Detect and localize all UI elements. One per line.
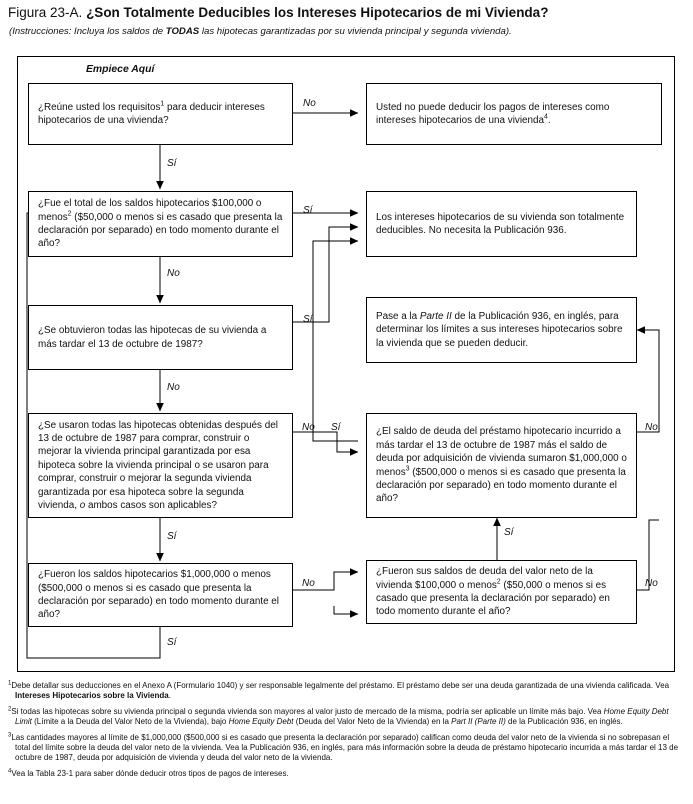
- node-q6-text: ¿Fueron los saldos hipotecarios $1,000,0…: [38, 569, 279, 621]
- figure-title-text: ¿Son Totalmente Deducibles los Intereses…: [86, 5, 549, 20]
- start-here-label: Empiece Aquí: [86, 64, 155, 75]
- instructions-emphasis: TODAS: [165, 26, 200, 37]
- node-q7-text: ¿Fueron sus saldos de deuda del valor ne…: [376, 566, 610, 618]
- footnotes: 1Debe detallar sus deducciones en el Ane…: [8, 680, 686, 784]
- footnote-2-italic-1: Home Equity Debt Limit: [15, 706, 669, 727]
- node-q3-antes-1987[interactable]: ¿Se obtuvieron todas las hipotecas de su…: [28, 305, 293, 370]
- instructions-prefix: (Instrucciones: Incluya los saldos de: [9, 26, 166, 37]
- node-r3-parte-ii[interactable]: Pase a la Parte II de la Publicación 936…: [366, 297, 637, 363]
- node-q6-saldos-1000000[interactable]: ¿Fueron los saldos hipotecarios $1,000,0…: [28, 563, 293, 627]
- edge-label-q6-no: No: [302, 578, 315, 589]
- node-q1-text: ¿Reúne usted los requisitos1 para deduci…: [38, 100, 265, 126]
- edge-label-q4-no: No: [302, 422, 315, 433]
- node-r3-text: Pase a la Parte II de la Publicación 936…: [376, 310, 623, 349]
- footnote-3: 3Las cantidades mayores al límite de $1,…: [8, 731, 686, 764]
- node-q4-uso-hipotecas[interactable]: ¿Se usaron todas las hipotecas obtenidas…: [28, 413, 293, 518]
- node-r2-totalmente-deducibles[interactable]: Los intereses hipotecarios de su viviend…: [366, 191, 637, 257]
- edge-label-q1-si: Sí: [167, 158, 177, 169]
- edge-label-q2-no: No: [167, 268, 180, 279]
- node-q3-text: ¿Se obtuvieron todas las hipotecas de su…: [38, 325, 267, 350]
- footnote-2: 2Si todas las hipotecas sobre su viviend…: [8, 706, 686, 728]
- edge-label-q7-si: Sí: [504, 527, 514, 538]
- footnote-2-text-b: (Límite a la Deuda del Valor Neto de la …: [31, 717, 229, 727]
- figure-label: Figura 23-A.: [8, 5, 83, 20]
- footnote-1-marker: 1: [8, 680, 12, 687]
- footnote-1-text-a: Debe detallar sus deducciones en el Anex…: [11, 681, 670, 690]
- footnote-4: 4Vea la Tabla 23-1 para saber dónde dedu…: [8, 768, 686, 779]
- node-r1-no-deducible[interactable]: Usted no puede deducir los pagos de inte…: [366, 83, 662, 145]
- node-r1-text: Usted no puede deducir los pagos de inte…: [376, 101, 610, 126]
- figure-title: Figura 23-A. ¿Son Totalmente Deducibles …: [8, 4, 688, 21]
- edge-label-q4-si: Sí: [167, 531, 177, 542]
- node-q5-saldo-1000000[interactable]: ¿El saldo de deuda del préstamo hipoteca…: [366, 413, 637, 518]
- footnote-2-text-a: Si todas las hipotecas sobre su vivienda…: [11, 706, 604, 716]
- node-q1-requisitos[interactable]: ¿Reúne usted los requisitos1 para deduci…: [28, 83, 293, 145]
- footnote-3-text: Las cantidades mayores al límite de $1,0…: [11, 732, 679, 763]
- edge-label-q1-no: No: [303, 98, 316, 109]
- instructions-suffix: las hipotecas garantizadas por su vivien…: [199, 26, 512, 37]
- footnote-4-marker: 4: [8, 768, 12, 775]
- node-q4-text: ¿Se usaron todas las hipotecas obtenidas…: [38, 419, 278, 512]
- edge-label-q7-no: No: [645, 578, 658, 589]
- edge-label-q2-si: Sí: [303, 205, 313, 216]
- edge-label-q5-si: Sí: [331, 422, 341, 433]
- footnote-3-marker: 3: [8, 731, 12, 738]
- footnote-1-text-b: Intereses Hipotecarios sobre la Vivienda: [15, 691, 169, 701]
- figure-instructions: (Instrucciones: Incluya los saldos de TO…: [9, 26, 685, 38]
- edge-label-q3-no: No: [167, 382, 180, 393]
- footnote-2-italic-2: Home Equity Debt: [228, 717, 294, 727]
- footnote-2-text-d: de la Publicación 936, en inglés.: [505, 717, 623, 727]
- edge-label-q3-si: Sí: [303, 314, 313, 325]
- node-q7-valor-neto[interactable]: ¿Fueron sus saldos de deuda del valor ne…: [366, 560, 637, 624]
- footnote-1-text-c: .: [168, 691, 171, 701]
- footnote-2-text-c: (Deuda del Valor Neto de la Vivienda) en…: [293, 717, 452, 727]
- footnote-4-text: Vea la Tabla 23-1 para saber dónde deduc…: [11, 768, 289, 778]
- node-r2-text: Los intereses hipotecarios de su viviend…: [376, 211, 625, 236]
- node-q5-text: ¿El saldo de deuda del préstamo hipoteca…: [376, 426, 627, 505]
- footnote-1: 1Debe detallar sus deducciones en el Ane…: [8, 680, 686, 702]
- edge-label-q5-no: No: [645, 422, 658, 433]
- footnote-2-marker: 2: [8, 706, 12, 713]
- footnote-2-italic-3: Part II (Parte II): [451, 717, 506, 727]
- node-q2-text: ¿Fue el total de los saldos hipotecarios…: [38, 198, 283, 250]
- edge-label-q6-si: Sí: [167, 637, 177, 648]
- node-q2-saldos-100000[interactable]: ¿Fue el total de los saldos hipotecarios…: [28, 191, 293, 257]
